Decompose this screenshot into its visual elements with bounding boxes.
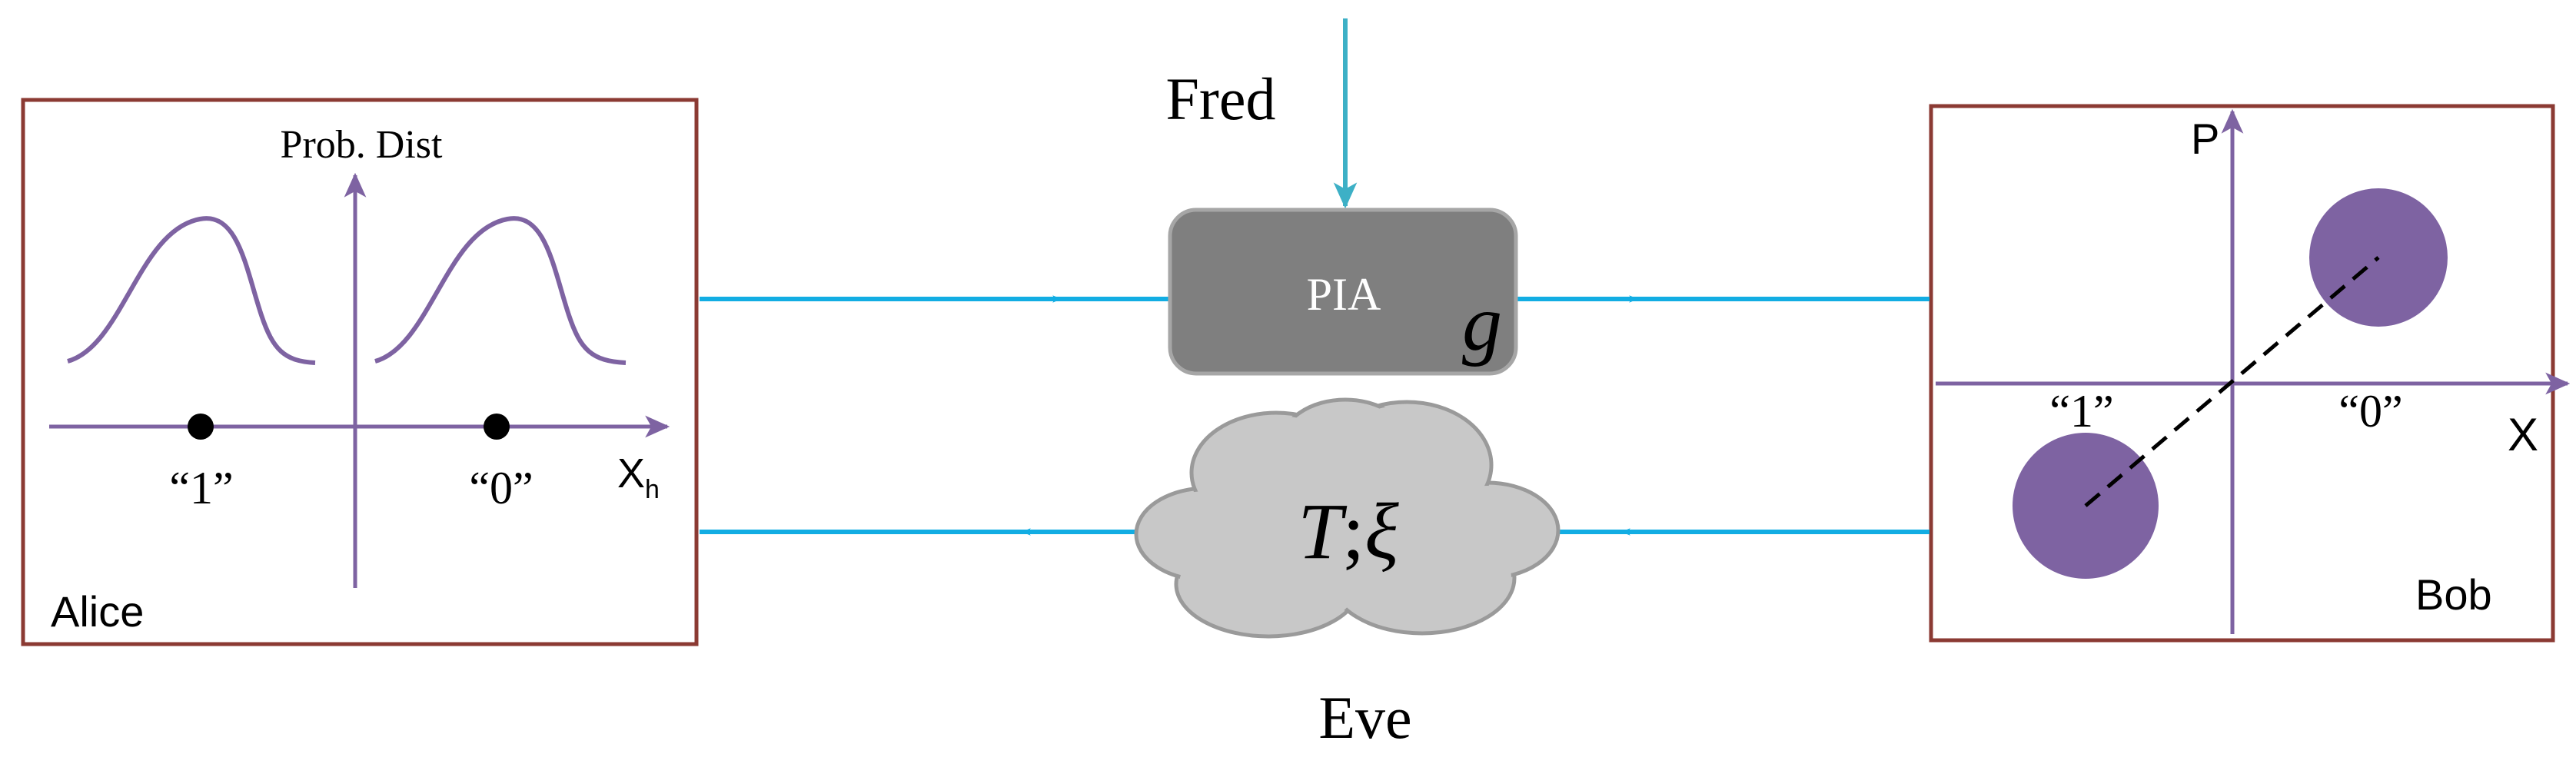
alice-name-label: Alice [51,587,144,636]
bob-panel: P X “1” “0” Bob [1929,104,2571,643]
pia-amplifier: PIA g [1168,208,1518,376]
eve-label: Eve [1318,684,1411,751]
pia-label: PIA [1307,269,1381,320]
alice-y-axis-label: Prob. Dist [281,123,443,167]
eve-symbol-t: T [1298,487,1347,576]
eve-symbol-sep: ; [1342,487,1364,576]
eve-symbol: T;ξ [1298,487,1399,576]
pia-gain-symbol: g [1462,279,1502,367]
fred-group: Fred [1166,18,1358,209]
alice-box [21,98,699,646]
alice-distribution-one-curve [67,216,316,365]
bob-state-connector-dashed [2084,256,2380,507]
bob-x-axis-label: X [2508,409,2538,460]
eve-symbol-xi: ξ [1364,487,1399,576]
pia-box [1168,208,1518,376]
alice-x-axis-label-main: X [617,450,645,497]
bob-point-zero-label: “0” [2338,386,2402,437]
fred-label: Fred [1166,65,1276,132]
alice-point-one-dot [188,414,214,440]
alice-x-axis-label: Xh [617,450,660,504]
eve-cloud-fill-cover [1139,403,1555,633]
alice-point-zero-label: “0” [469,463,533,513]
bob-name-label: Bob [2415,570,2492,619]
alice-distribution-zero-curve [374,216,627,365]
eve-cloud: T;ξ Eve [1134,397,1561,751]
alice-point-one-label: “1” [169,463,233,513]
alice-x-axis-label-sub: h [645,475,660,504]
alice-panel: Prob. Dist “1” “0” Xh Alice [21,98,699,646]
bob-point-one-label: “1” [2049,386,2113,437]
alice-point-zero-dot [484,414,510,440]
bob-y-axis-label: P [2191,115,2219,163]
